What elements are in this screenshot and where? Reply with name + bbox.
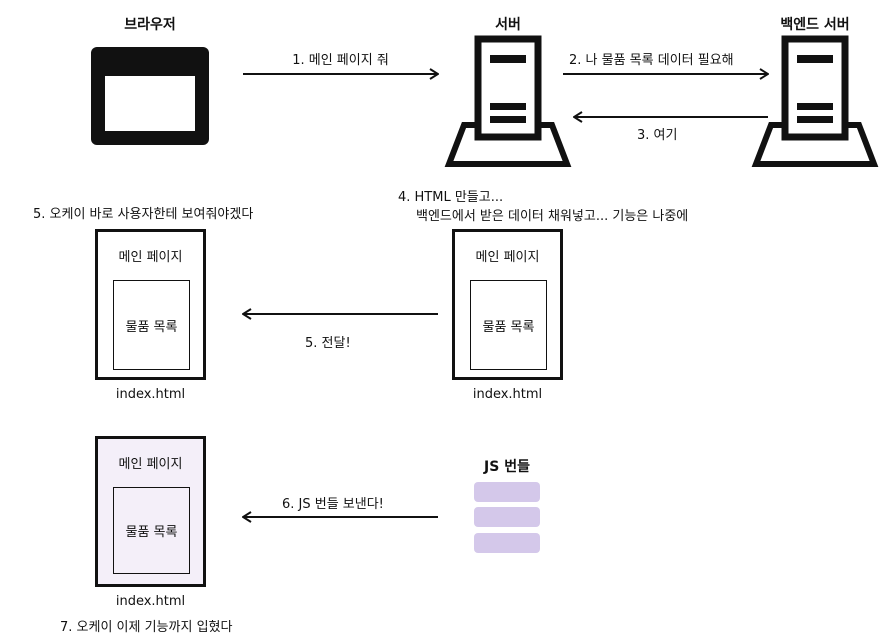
js-bundle-chunk (474, 482, 540, 502)
server-title: 서버 (495, 17, 521, 33)
step3-label: 3. 여기 (637, 128, 678, 143)
hydrated-html-content: 물품 목록 (113, 487, 190, 574)
step4-label-line1: 4. HTML 만들고... (398, 190, 504, 205)
step2-label: 2. 나 물품 목록 데이터 필요해 (569, 53, 734, 68)
js-bundle-title: JS 번들 (484, 459, 530, 475)
step5-arrow-label: 5. 전달! (305, 336, 351, 351)
step4-label-line2: 백엔드에서 받은 데이터 채워넣고... 기능은 나중에 (416, 209, 689, 224)
browser-title: 브라우저 (124, 17, 176, 33)
step7-caption: 7. 오케이 이제 기능까지 입혔다 (60, 620, 233, 635)
step5-caption: 5. 오케이 바로 사용자한테 보여줘야겠다 (33, 207, 254, 222)
step6-label: 6. JS 번들 보낸다! (282, 497, 384, 512)
js-bundle-chunk (474, 507, 540, 527)
js-bundle-chunk (474, 533, 540, 553)
hydrated-html-content-label: 물품 목록 (125, 525, 178, 540)
client-html-filename: index.html (115, 387, 186, 402)
browser-window-icon (91, 47, 209, 145)
backend-server-title: 백엔드 서버 (780, 17, 850, 33)
client-html-page-title: 메인 페이지 (118, 250, 183, 265)
backend-server-icon (751, 35, 879, 167)
step1-label: 1. 메인 페이지 줘 (292, 53, 389, 68)
hydrated-html-filename: index.html (115, 594, 186, 609)
server-html-page-title: 메인 페이지 (475, 250, 540, 265)
server-html-filename: index.html (472, 387, 543, 402)
client-html-document: 메인 페이지 물품 목록 (95, 229, 206, 380)
server-html-content-label: 물품 목록 (482, 319, 535, 335)
client-html-content: 물품 목록 (113, 280, 190, 370)
hydrated-html-document: 메인 페이지 물품 목록 (95, 436, 206, 587)
server-html-document: 메인 페이지 물품 목록 (452, 229, 563, 380)
hydrated-html-page-title: 메인 페이지 (118, 457, 183, 472)
server-html-content: 물품 목록 (470, 280, 547, 370)
client-html-content-label: 물품 목록 (125, 319, 178, 335)
server-icon (444, 35, 572, 167)
